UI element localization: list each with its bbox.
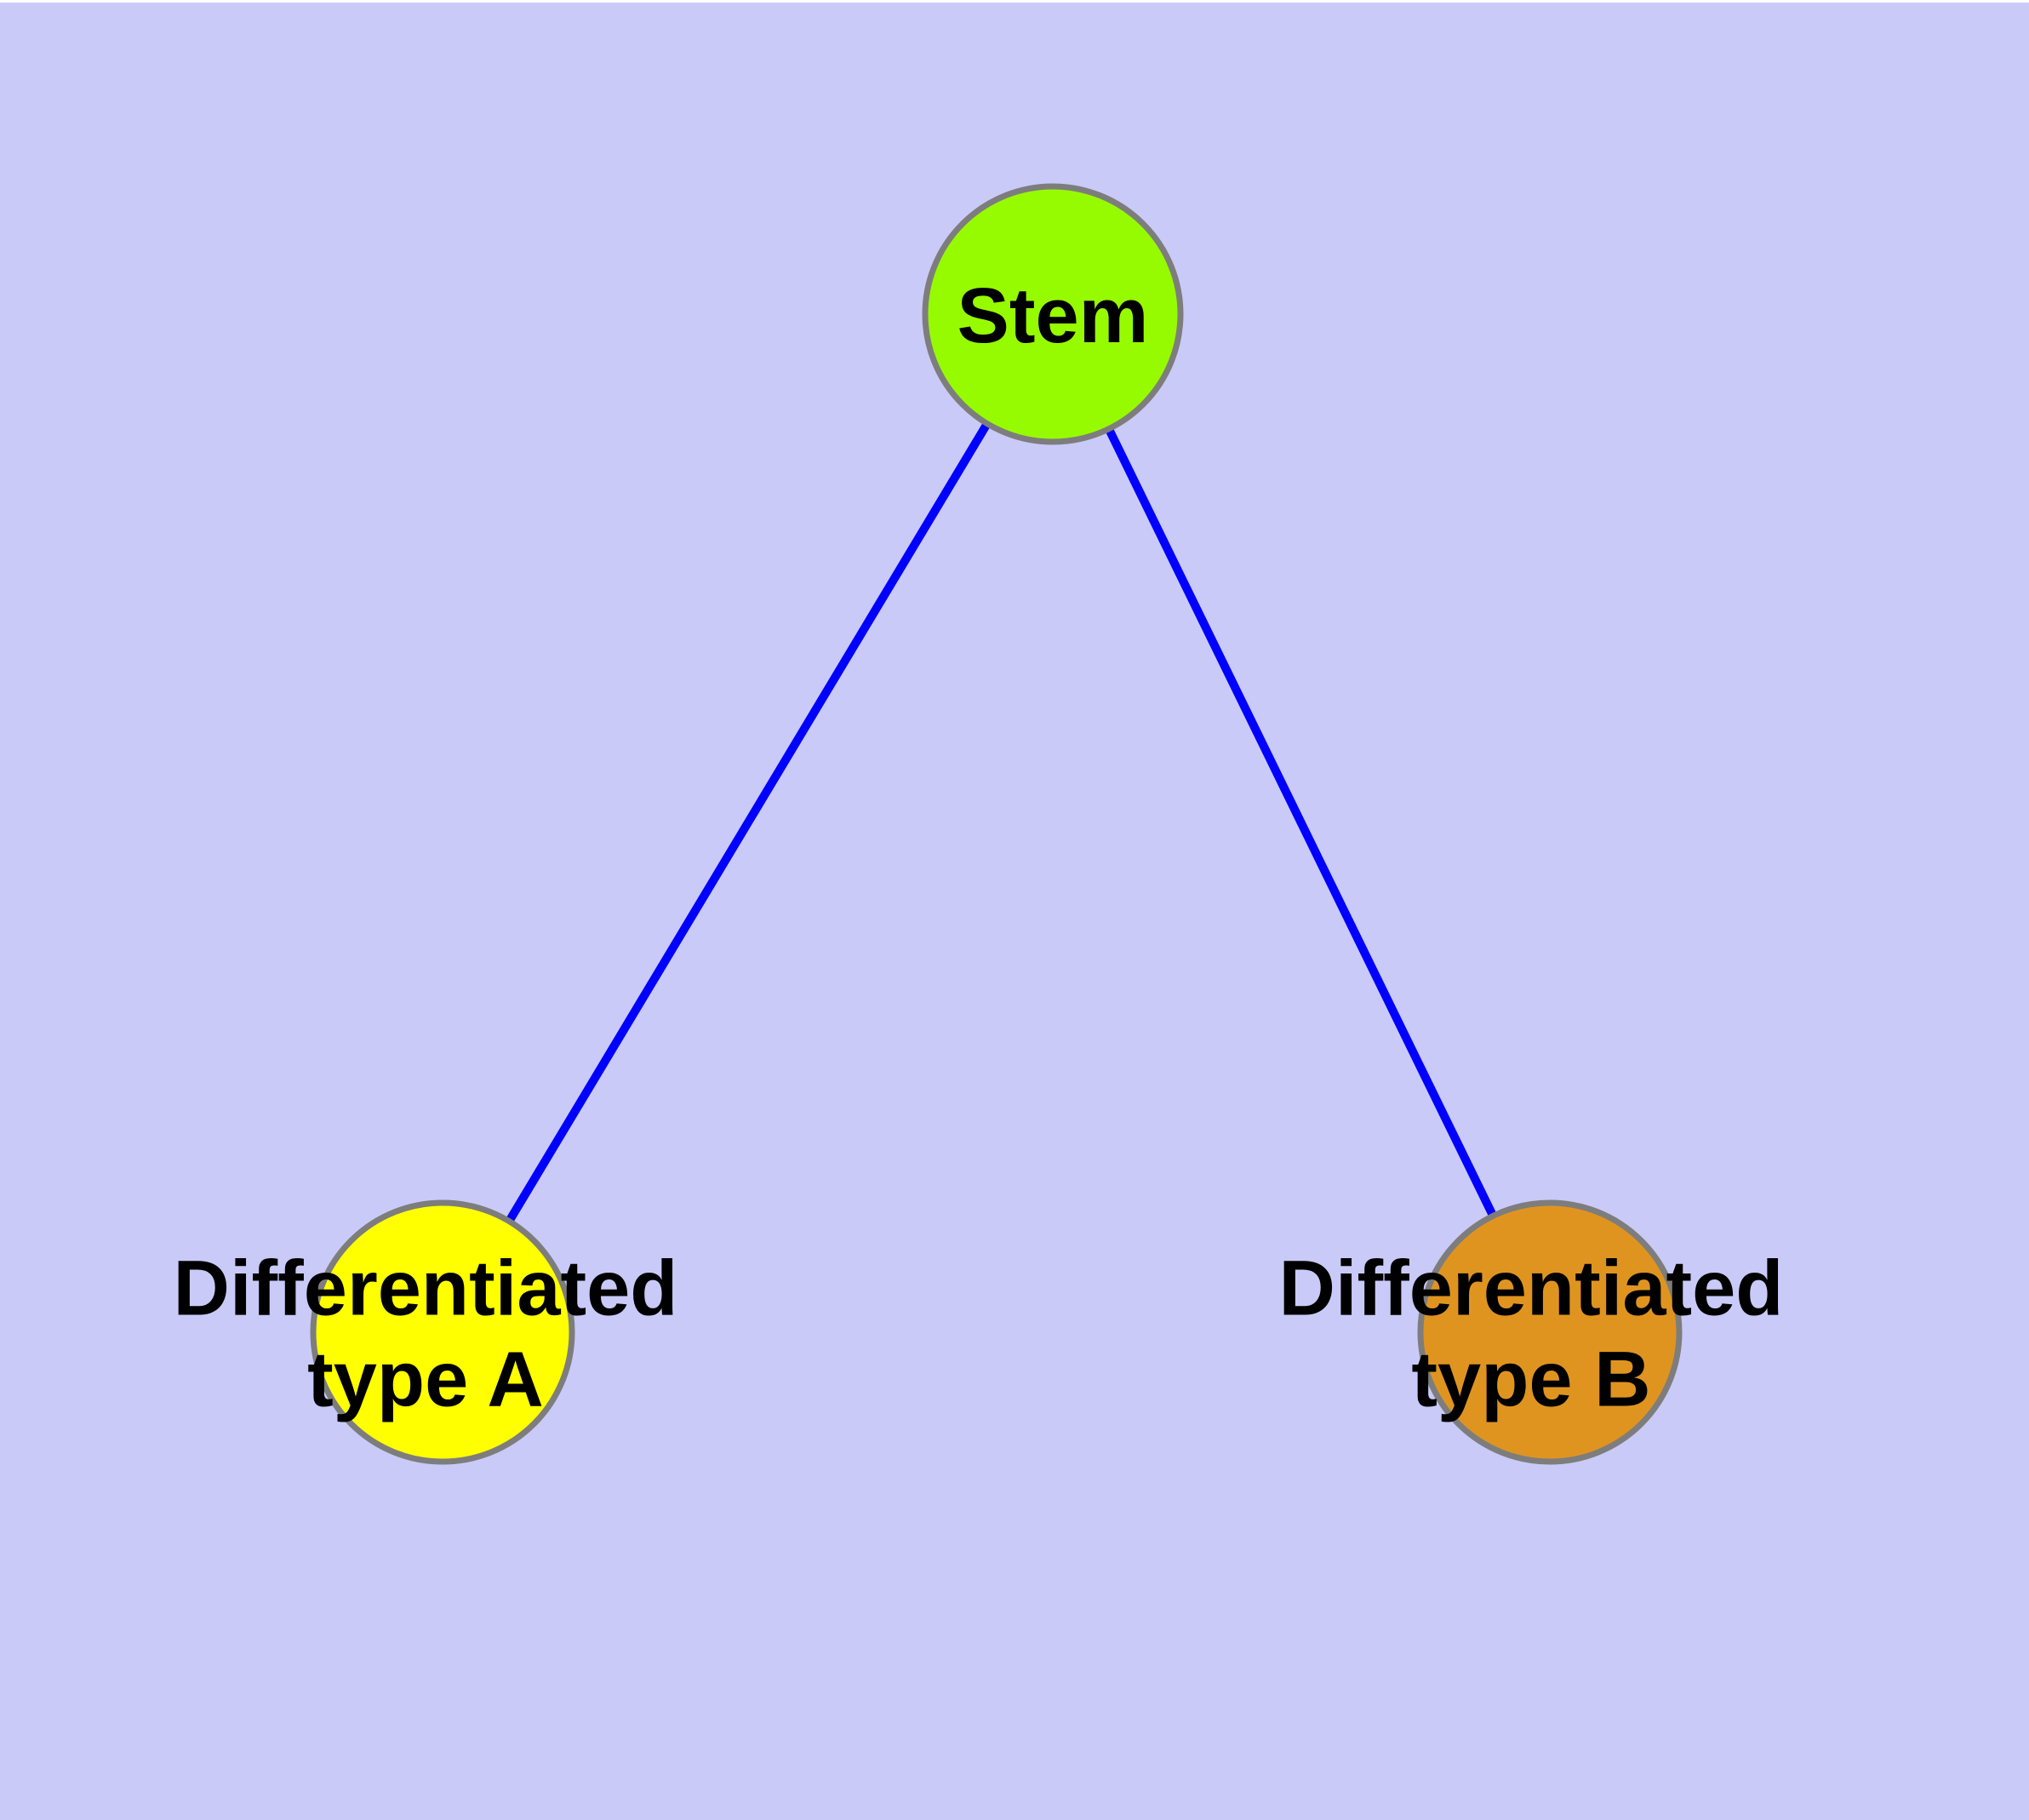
- node-diff-a-circle: [310, 1199, 575, 1465]
- edge-stem-to-diff-b: [1049, 312, 1554, 1335]
- node-diff-b-circle: [1417, 1199, 1683, 1465]
- nodes-layer: [310, 183, 1683, 1465]
- node-diff-a-label-line-2: type A: [307, 1336, 544, 1423]
- node-diff-b-label-line-1: Differentiated: [1279, 1245, 1784, 1332]
- edge-stem-to-diff-a: [438, 312, 1057, 1335]
- node-stem-circle: [922, 183, 1184, 445]
- node-stem-label: Stem: [957, 272, 1149, 359]
- edges-layer: [438, 312, 1554, 1335]
- node-stem-label-line-1: Stem: [957, 272, 1149, 359]
- node-diff-a-label-line-1: Differentiated: [174, 1245, 678, 1332]
- node-diff-b-label-line-2: type B: [1411, 1336, 1650, 1423]
